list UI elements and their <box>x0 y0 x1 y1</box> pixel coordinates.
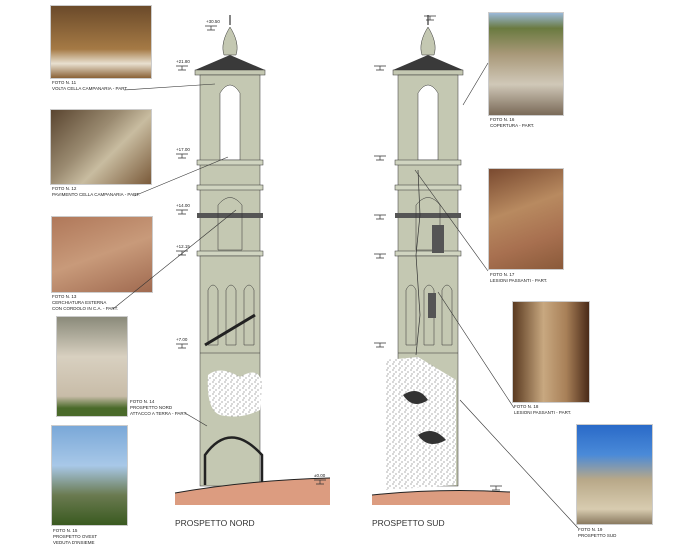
caption-label: FOTO N. 16 <box>490 117 515 122</box>
level-label: +12.15 <box>176 244 190 249</box>
leader-lines <box>112 62 579 529</box>
caption-desc: PAVIMENTO CELLA CAMPANARIA - PART. <box>52 192 140 197</box>
caption-label: FOTO N. 17 <box>490 272 515 277</box>
caption-desc: ATTACCO A TERRA - PART. <box>130 411 188 416</box>
caption-desc: COPERTURA - PART. <box>490 123 535 128</box>
caption-label: FOTO N. 18 <box>514 404 539 409</box>
caption-label: FOTO N. 15 <box>53 528 78 533</box>
caption-desc: LESIONI PASSANTI - PART. <box>490 278 548 283</box>
caption-desc: VOLTA CELLA CAMPANARIA - PART. <box>52 86 128 91</box>
photo-15[interactable] <box>51 425 128 526</box>
caption-label: FOTO N. 14 <box>130 399 155 404</box>
caption-desc: PROSPETTO OVEST <box>53 534 98 539</box>
photo-19[interactable] <box>576 424 653 525</box>
caption-desc: VEDUTA D'INSIEME <box>53 540 95 545</box>
photo-17[interactable] <box>488 168 564 270</box>
level-label: +14.00 <box>176 203 190 208</box>
caption-desc: CERCHIATURA ESTERNA <box>52 300 107 305</box>
south-elevation-title: PROSPETTO SUD <box>372 518 445 528</box>
north-elevation-title: PROSPETTO NORD <box>175 518 255 528</box>
ground-north <box>175 478 330 505</box>
north-elevation <box>194 14 266 487</box>
level-label: +21.80 <box>176 59 190 64</box>
ground-south <box>372 490 510 505</box>
caption-desc: PROSPETTO NORD <box>130 405 173 410</box>
photo-14[interactable] <box>56 316 128 417</box>
photo-11[interactable] <box>50 5 152 79</box>
photo-12[interactable] <box>50 109 152 185</box>
level-label: +30.50 <box>206 19 220 24</box>
caption-desc: PROSPETTO SUD <box>578 533 617 538</box>
caption-label: FOTO N. 11 <box>52 80 77 85</box>
photo-13[interactable] <box>51 216 153 293</box>
level-label: ±0.00 <box>314 473 326 478</box>
level-label: +17.00 <box>176 147 190 152</box>
caption-label: FOTO N. 19 <box>578 527 603 532</box>
caption-desc: CON CORDOLO IN C.A. - PART. <box>52 306 119 311</box>
photo-18[interactable] <box>512 301 590 403</box>
caption-label: FOTO N. 13 <box>52 294 77 299</box>
photo-16[interactable] <box>488 12 564 116</box>
south-elevation <box>386 14 464 490</box>
level-label: +7.00 <box>176 337 188 342</box>
caption-desc: LESIONI PASSANTI - PART. <box>514 410 572 415</box>
caption-label: FOTO N. 12 <box>52 186 77 191</box>
